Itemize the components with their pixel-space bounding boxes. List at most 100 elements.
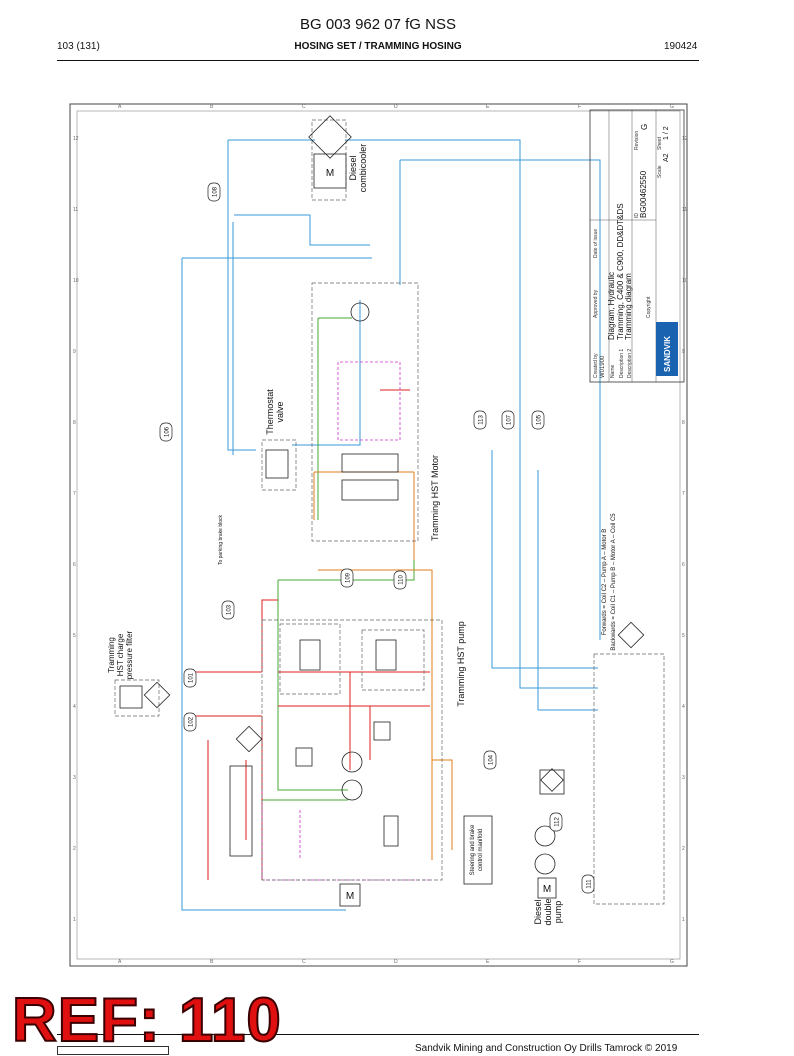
footer-divider (57, 1034, 699, 1035)
grid-letter: F (578, 959, 581, 965)
grid-letter: C (302, 959, 306, 965)
grid-number: 4 (73, 704, 76, 710)
drawing-frame (69, 103, 688, 967)
grid-letter: F (578, 104, 581, 110)
grid-number: 9 (73, 349, 76, 355)
label-double-pump-3: pump (553, 901, 563, 924)
tb-desc2-value: Tramming diagram (624, 273, 633, 340)
tb-name-label: Name (610, 364, 616, 378)
grid-number: 8 (682, 420, 685, 426)
grid-number: 11 (682, 207, 687, 213)
tb-name-value: Diagram, Hydraulic (607, 272, 616, 340)
tb-sheet-value: 1 / 2 (663, 126, 670, 140)
grid-letter: G (670, 104, 674, 110)
ref-stamp: REF: 110 (11, 985, 282, 1056)
sandvik-logo: SANDVIK (663, 336, 672, 372)
hose-ref-108: 108 (207, 182, 221, 202)
grid-letter: B (210, 959, 214, 965)
grid-number: 3 (682, 775, 685, 781)
label-thermostat-2: valve (275, 401, 285, 422)
grid-number: 6 (73, 562, 76, 568)
hose-ref-112: 112 (549, 812, 563, 832)
svg-text:103: 103 (227, 604, 233, 615)
grid-letter: D (394, 104, 398, 110)
label-diesel-combicooler-1: Diesel (348, 155, 358, 180)
grid-number: 4 (682, 704, 685, 710)
hose-ref-111: 111 (581, 874, 595, 894)
grid-number: 5 (682, 633, 685, 639)
drawing-inner-frame (76, 110, 681, 960)
svg-text:102: 102 (189, 716, 195, 727)
label-diesel-combicooler-2: combicooler (358, 144, 368, 193)
tb-issue-label: Date of issue (593, 229, 599, 258)
document-date: 190424 (664, 41, 698, 52)
label-backwards: Backwards = Coil C1 – Pump B – Motor A –… (611, 513, 617, 651)
grid-number: 11 (73, 207, 78, 213)
grid-number: 9 (682, 349, 685, 355)
grid-number: 6 (682, 562, 685, 568)
grid-letter: B (210, 104, 214, 110)
grid-letter: E (486, 104, 490, 110)
cooling-hoses (181, 139, 601, 911)
tb-size-value: A2 (663, 153, 670, 162)
grid-number: 12 (73, 136, 79, 142)
document-code: BG 003 962 07 fG NSS (300, 16, 456, 33)
svg-text:101: 101 (189, 672, 195, 683)
tb-scale-label: Scale (657, 165, 663, 178)
svg-text:108: 108 (213, 186, 219, 197)
section-title: HOSING SET / TRAMMING HOSING (294, 41, 462, 52)
hose-ref-102: 102 (183, 712, 197, 732)
label-hst-motor: Tramming HST Motor (430, 455, 440, 541)
header-divider (57, 60, 699, 61)
tb-created-value: W01900 (600, 355, 606, 378)
grid-letter: A (118, 104, 122, 110)
tb-revision-value: G (640, 124, 649, 130)
title-block: Created by W01900 Approved by Date of is… (589, 109, 685, 383)
label-charge-filter-3: pressure filter (125, 630, 134, 679)
grid-number: 10 (682, 278, 688, 284)
grid-number: 2 (73, 846, 76, 852)
tb-id-label: ID (634, 213, 640, 218)
tb-revision-label: Revision (634, 131, 640, 150)
grid-number: 1 (682, 917, 685, 923)
label-charge-filter-1: Tramming (107, 637, 116, 673)
label-steering-1: Steering and brake (470, 824, 476, 875)
label-double-pump-2: double (543, 898, 553, 925)
hose-ref-105: 105 (531, 410, 545, 430)
footer-copyright: Sandvik Mining and Construction Oy Drill… (415, 1043, 678, 1054)
grid-letter: G (670, 959, 674, 965)
tb-desc1-label: Description 1 (619, 349, 625, 378)
grid-number: 8 (73, 420, 76, 426)
pump-motor-m: M (543, 884, 551, 895)
grid-number: 7 (73, 491, 76, 497)
grid-letter: C (302, 104, 306, 110)
tb-sheet-label: Sheet (657, 136, 663, 150)
svg-text:104: 104 (489, 754, 495, 765)
hose-ref-103: 103 (221, 600, 235, 620)
svg-text:112: 112 (555, 817, 561, 827)
hose-ref-104: 104 (483, 750, 497, 770)
pressure-lines (196, 389, 430, 880)
hose-ref-106: 106 (159, 422, 173, 442)
hose-ref-101: 101 (183, 668, 197, 688)
grid-number: 7 (682, 491, 685, 497)
tb-approved-label: Approved by (593, 289, 599, 318)
label-forwards: Forwards = Coil C2 – Pump A – Motor B (602, 529, 608, 636)
grid-letter: A (118, 959, 122, 965)
hose-ref-113: 113 (473, 410, 487, 430)
tb-id-value: BG00462550 (639, 170, 648, 218)
label-steering-2: control manifold (478, 829, 484, 871)
tb-created-label: Created by (593, 353, 599, 378)
component-housings (114, 119, 665, 905)
svg-text:111: 111 (587, 879, 593, 889)
diagram-labels: Diesel combicooler Thermostat valve Tram… (107, 144, 617, 926)
label-hst-pump: Tramming HST pump (456, 621, 466, 707)
tb-copyright: Copyright (646, 296, 652, 318)
drain-lines (262, 317, 415, 801)
page-number: 103 (131) (57, 41, 100, 52)
svg-text:110: 110 (399, 575, 405, 585)
grid-number: 5 (73, 633, 76, 639)
components (119, 115, 645, 907)
label-double-pump-1: Diesel (533, 899, 543, 924)
